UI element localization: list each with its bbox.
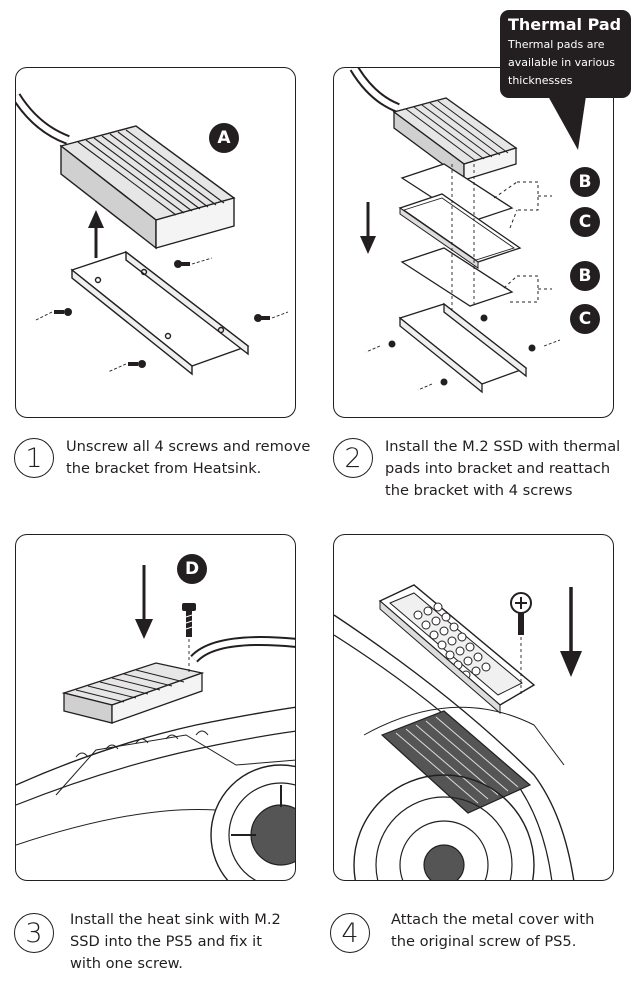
step-number-3: 3 [14, 913, 54, 953]
step-text-1: Unscrew all 4 screws and remove the brac… [66, 438, 311, 477]
panel-step-4 [333, 534, 614, 881]
step-number-1: 1 [14, 438, 54, 478]
fan [353, 774, 535, 880]
illustration-install-in-ps5 [16, 565, 295, 880]
callout-body: Thermal pads are available in various th… [508, 38, 615, 87]
panel-step-1: A [15, 67, 296, 418]
heatsink [392, 97, 518, 182]
callout-title: Thermal Pad [508, 15, 622, 34]
marker-c-bottom: C [570, 304, 600, 334]
marker-d: D [177, 554, 207, 584]
panel-step-3: D [15, 534, 296, 881]
marker-b-bottom: B [570, 261, 600, 291]
marker-c-top: C [570, 207, 600, 237]
thermal-pad-callout: Thermal Pad Thermal pads are available i… [500, 10, 631, 98]
screw-icons [388, 314, 536, 386]
panel-step-2: B C B C [333, 67, 614, 418]
step-text-3: Install the heat sink with M.2 SSD into … [70, 911, 281, 972]
marker-b-top: B [570, 167, 600, 197]
illustration-attach-cover [334, 584, 582, 880]
screw-icon [510, 592, 532, 635]
screw-icons [54, 260, 270, 368]
installed-heatsink [380, 710, 532, 814]
arrow-down-icon [560, 587, 582, 677]
screw-icon [182, 603, 196, 637]
marker-a: A [209, 123, 239, 153]
illustration-install-ssd [349, 68, 561, 394]
thermal-pad-bottom [400, 247, 514, 307]
arrow-down-icon [135, 565, 153, 639]
arrow-up-icon [88, 210, 104, 258]
arrow-down-icon [360, 202, 376, 254]
illustration-remove-bracket [16, 93, 289, 376]
metal-cover [378, 584, 536, 715]
heatsink [59, 125, 236, 250]
step-text-4: Attach the metal cover with the original… [391, 911, 595, 950]
bracket [70, 250, 250, 376]
step-text-2: Install the M.2 SSD with thermal pads in… [385, 438, 621, 499]
step-number-4: 4 [330, 913, 370, 953]
fan [210, 764, 295, 880]
bracket [398, 302, 528, 394]
step-number-2: 2 [333, 438, 373, 478]
heatsink [61, 662, 205, 724]
